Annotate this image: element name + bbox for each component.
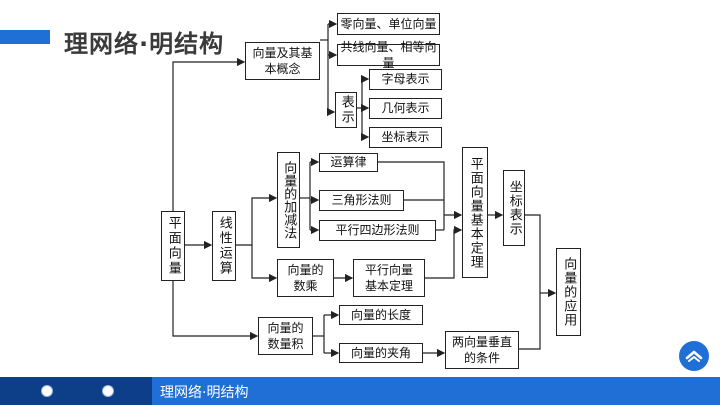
title-accent-bar xyxy=(0,30,50,44)
footer-nav-panel xyxy=(0,377,152,405)
node-linear-operations: 线性运算 xyxy=(212,211,236,281)
node-letter-representation: 字母表示 xyxy=(369,69,442,90)
chevron-up-icon xyxy=(685,349,703,363)
node-vector-length: 向量的长度 xyxy=(339,305,423,325)
node-collinear-equal-vector: 共线向量、相等向量 xyxy=(337,40,440,70)
node-geometric-representation: 几何表示 xyxy=(369,98,442,119)
node-plane-vector: 平面向量 xyxy=(161,211,185,281)
node-vector-angle: 向量的夹角 xyxy=(339,343,423,363)
node-perpendicular-condition: 两向量垂直的条件 xyxy=(445,331,519,369)
node-parallel-vector-theorem: 平行向量基本定理 xyxy=(353,259,425,297)
node-coordinate-representation: 坐标表示 xyxy=(369,127,442,148)
node-parallelogram-rule: 平行四边形法则 xyxy=(319,220,436,241)
footer-nav-dot-1[interactable] xyxy=(41,385,53,397)
node-basic-concepts: 向量及其基本概念 xyxy=(245,42,320,80)
node-representation: 表示 xyxy=(335,92,357,128)
node-operation-laws: 运算律 xyxy=(319,153,378,172)
footer-nav-dot-2[interactable] xyxy=(102,385,114,397)
node-addition-subtraction: 向量的加减法 xyxy=(277,152,300,248)
node-triangle-rule: 三角形法则 xyxy=(319,190,404,211)
node-coordinate-representation-2: 坐标表示 xyxy=(503,170,525,246)
node-zero-unit-vector: 零向量、单位向量 xyxy=(337,13,440,35)
page-title: 理网络·明结构 xyxy=(64,30,225,58)
footer-title: 理网络·明结构 xyxy=(160,385,249,401)
node-vector-application: 向量的应用 xyxy=(556,248,581,336)
scroll-top-button[interactable] xyxy=(679,341,709,371)
node-scalar-multiplication: 向量的数乘 xyxy=(277,259,334,297)
node-plane-vector-theorem: 平面向量基本定理 xyxy=(462,147,488,278)
node-dot-product: 向量的数量积 xyxy=(258,317,313,355)
footer-bar: 理网络·明结构 xyxy=(0,377,720,405)
